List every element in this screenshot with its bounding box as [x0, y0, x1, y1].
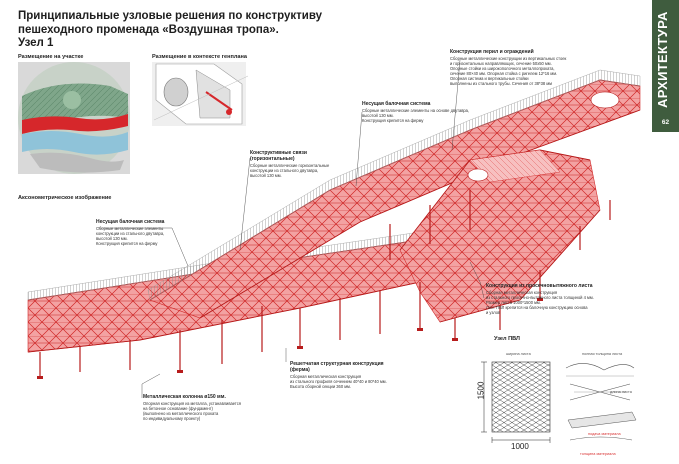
pvl-label-full-width: полная толщина листа: [582, 352, 623, 356]
site-map-thumbnail: [18, 62, 130, 174]
masterplan-thumbnail: [152, 62, 249, 126]
note-railing-line: и горизонтальных направляющих, сечение 5…: [450, 61, 552, 66]
note-beam-top-line: Сборные металлические элементы на основе…: [362, 108, 470, 113]
note-railing-line: Сборные металлические конструкции из вер…: [450, 56, 567, 61]
note-mesh-line: из стального просечно-вытяжного листа то…: [486, 295, 594, 300]
pvl-dim-height: 1500: [476, 381, 486, 400]
pvl-dim-width: 1000: [511, 442, 529, 451]
note-column-line: Опорная конструкция из металла, устанавл…: [143, 401, 241, 406]
pvl-label-strand-width: длина листа: [610, 390, 632, 394]
note-beam-left-heading: Несущая балочная система: [96, 219, 165, 225]
note-beam-top-heading: Несущая балочная система: [362, 101, 431, 107]
note-railing-line: Опорная система и вертикальные стойки: [450, 76, 529, 81]
axon-label: Аксонометрическое изображение: [18, 195, 112, 201]
title-line-2: пешеходного променада «Воздушная тропа».: [18, 23, 279, 36]
pvl-node-label: Узел ПВЛ: [494, 336, 520, 342]
note-truss-line: из стального профиля сечением 40*40 и 80…: [290, 379, 387, 384]
note-truss-subheading: (ферма): [290, 367, 310, 373]
site-map-label: Размещение на участке: [18, 54, 84, 60]
note-beam-left-line: конструкции из стального двутавра,: [96, 231, 165, 236]
title-line-1: Принципиальные узловые решения по констр…: [18, 10, 323, 22]
note-railing-line: выполнены из стального трубы. Сечения от…: [450, 81, 552, 86]
note-walkway-line: конструкции из стального двутавра,: [250, 168, 319, 173]
note-beam-top-line: высотой 130 мм.: [362, 113, 394, 118]
axonometric-drawing: [27, 59, 641, 398]
note-truss-heading: Решетчатая структурная конструкция: [290, 361, 384, 367]
pvl-label-feed: подача материала: [588, 432, 621, 436]
pvl-label-sheet-width: ширина листа: [506, 352, 531, 356]
note-walkway-heading: Конструктивные связи: [250, 150, 307, 156]
page-number: 62: [661, 119, 670, 126]
note-beam-left-line: высотой 130 мм.: [96, 236, 128, 241]
page-title: Принципиальные узловые решения по констр…: [18, 10, 348, 51]
note-beam-left: Несущая балочная система Сборные металли…: [96, 219, 191, 247]
note-column-heading: Металлическая колонна ø150 мм.: [143, 394, 226, 400]
note-truss: Решетчатая структурная конструкция (ферм…: [290, 361, 410, 390]
note-mesh-line: и узлов: [486, 310, 501, 315]
note-beam-left-line: Сборные металлические элементы: [96, 226, 164, 231]
note-walkway-line: Сборные металлические горизонтальные: [250, 163, 330, 168]
note-mesh-line: Размер листа 1000*1500 мм.: [486, 300, 541, 305]
note-walkway: Конструктивные связи (горизонтальные) Сб…: [250, 150, 360, 179]
note-walkway-line: высотой 130 мм.: [250, 173, 282, 178]
note-truss-line: Высота сборной секции 360 мм.: [290, 384, 352, 389]
section-tab: АРХИТЕКТУРА 62: [652, 0, 679, 132]
note-column-line: на бетонное основание (фундамент): [143, 406, 213, 411]
note-railing-line: сечение 80×40 мм. Опорная стойка с ригел…: [450, 71, 558, 76]
masterplan-label: Размещение в контексте генплана: [152, 54, 247, 60]
note-mesh-heading: Конструкция из просечновытяжного листа: [486, 283, 593, 289]
note-column: Металлическая колонна ø150 мм. Опорная к…: [143, 394, 263, 422]
note-mesh-line: Сборная металлическая конструкция: [486, 290, 558, 295]
note-column-line: по индивидуальному проекту): [143, 416, 201, 421]
pvl-label-strand: толщина материала: [580, 452, 616, 456]
note-mesh: Конструкция из просечновытяжного листа С…: [486, 283, 616, 316]
note-beam-top-line: Конструкция крепится на ферму: [362, 118, 424, 123]
note-beam-left-line: Конструкция крепится на ферму: [96, 241, 158, 246]
note-truss-line: Сборная металлическая конструкция: [290, 374, 362, 379]
note-beam-top: Несущая балочная система Сборные металли…: [362, 101, 472, 124]
pvl-node-drawing: [481, 361, 637, 443]
note-column-line: (выполнено из металлического проката: [143, 411, 219, 416]
note-walkway-subheading: (горизонтальные): [250, 156, 295, 162]
note-railing-line: Опорные стойки из широкополочного металл…: [450, 66, 555, 71]
note-mesh-line: Лист ПВЛ крепится на балочную конструкци…: [486, 305, 588, 310]
title-line-3: Узел 1: [18, 37, 54, 49]
note-railing: Конструкция перил и ограждений Сборные м…: [450, 49, 600, 87]
note-railing-heading: Конструкция перил и ограждений: [450, 49, 534, 55]
